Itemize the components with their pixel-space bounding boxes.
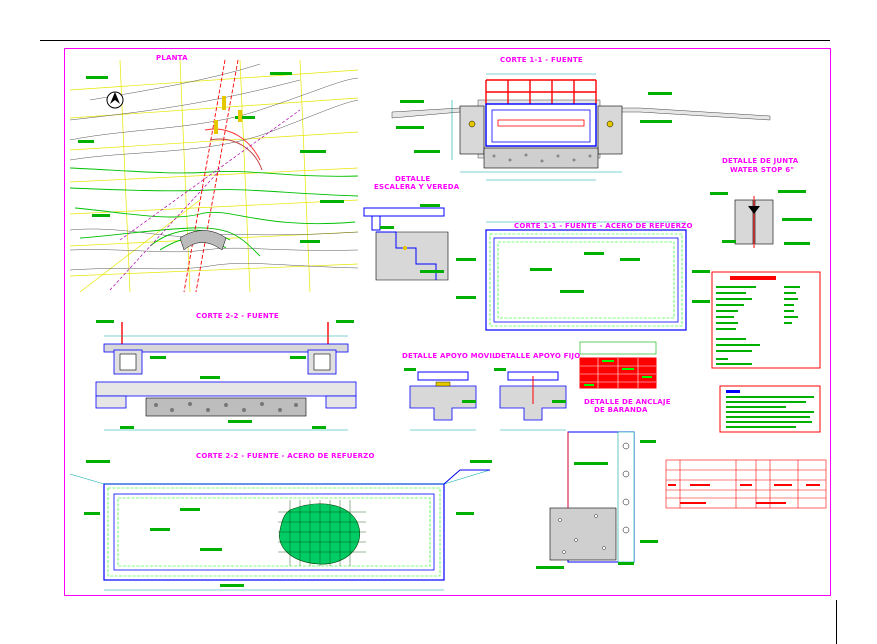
railing-detail-title-1: DETALLE DE ANCLAJE [584,398,671,406]
section-11-view [391,73,771,181]
joint-detail-title-1: DETALLE DE JUNTA [722,157,799,165]
mobile-support-title: DETALLE APOYO MOVIL [402,352,497,360]
section-11-steel-view [456,221,710,331]
joint-detail-view [710,190,812,248]
drawing-border [64,48,831,596]
joint-detail-title-2: WATER STOP 6" [730,166,795,174]
railing-detail-title-2: DE BARANDA [594,406,648,414]
section-22-title: CORTE 2-2 - FUENTE [196,312,279,320]
steel-table [579,341,657,389]
notes-box [719,385,821,433]
section-22-steel-view [69,460,492,591]
stair-detail-title-2: ESCALERA Y VEREDA [374,183,460,191]
plan-title: PLANTA [156,54,188,62]
section-11-steel-title: CORTE 1-1 - FUENTE - ACERO DE REFUERZO [514,222,693,230]
stair-detail-view [363,204,449,281]
mobile-support-view [404,368,477,431]
legend-table [711,271,821,369]
plan-view [69,57,361,295]
fixed-support-view [494,368,567,431]
railing-detail-view [536,431,658,569]
sheet-top-line [40,40,830,41]
section-11-title: CORTE 1-1 - FUENTE [500,56,583,64]
section-22-view [95,320,357,431]
sheet-right-line [836,600,837,644]
stair-detail-title-1: DETALLE [395,175,431,183]
fixed-support-title: DETALLE APOYO FIJO [495,352,581,360]
title-block [665,459,827,509]
section-22-steel-title: CORTE 2-2 - FUENTE - ACERO DE REFUERZO [196,452,375,460]
